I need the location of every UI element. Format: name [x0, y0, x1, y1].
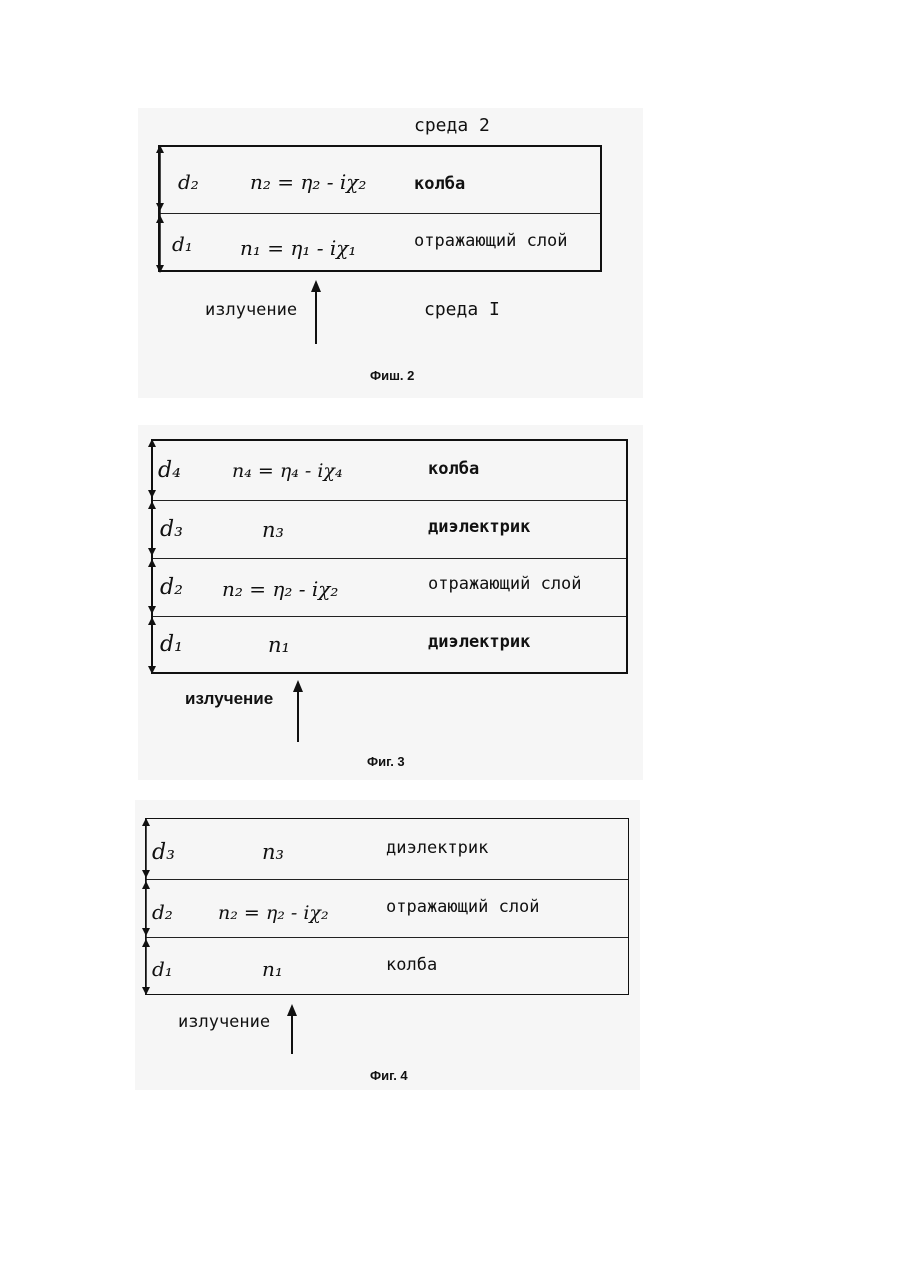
layer-row: [153, 441, 626, 500]
layer-name: отражающий слой: [386, 897, 540, 917]
layer-name: отражающий слой: [414, 231, 568, 251]
thickness-label: d₁: [152, 957, 173, 981]
refractive-index: n₂ = η₂ - iχ₂: [218, 902, 329, 924]
layer-name: колба: [428, 459, 479, 479]
refractive-index: n₁ = η₁ - iχ₁: [240, 236, 356, 260]
thickness-label: d₃: [152, 840, 175, 865]
radiation-arrow-icon: [284, 1004, 300, 1056]
radiation-label: излучение: [205, 300, 297, 320]
top-medium-label: среда 2: [414, 115, 490, 136]
bottom-medium-label: среда I: [424, 299, 500, 320]
layer-name: диэлектрик: [386, 838, 488, 858]
refractive-index: n₄ = η₄ - iχ₄: [232, 460, 343, 482]
figure-caption: Фиг. 4: [370, 1068, 408, 1083]
layer-name: колба: [414, 174, 465, 194]
refractive-index: n₃: [262, 518, 284, 542]
thickness-label: d₄: [158, 458, 181, 483]
radiation-arrow-icon: [290, 680, 306, 744]
layer-row: [153, 500, 626, 559]
layer-stack: [151, 439, 628, 674]
thickness-label: d₁: [172, 232, 193, 256]
radiation-label: излучение: [185, 689, 273, 709]
thickness-label: d₃: [160, 517, 183, 542]
thickness-label: d₂: [152, 900, 173, 924]
thickness-dimension-arrows: [150, 143, 170, 275]
layer-name: колба: [386, 955, 437, 975]
refractive-index: n₁: [268, 633, 290, 657]
layer-stack: [158, 145, 602, 272]
radiation-arrow-icon: [308, 280, 324, 346]
thickness-label: d₂: [160, 575, 183, 600]
refractive-index: n₂ = η₂ - iχ₂: [250, 170, 366, 194]
layer-row: [153, 616, 626, 673]
layer-name: диэлектрик: [428, 517, 530, 537]
thickness-label: d₁: [160, 632, 183, 657]
figure-caption: Фиш. 2: [370, 368, 414, 383]
layer-name: отражающий слой: [428, 574, 582, 594]
figure-caption: Фиг. 3: [367, 754, 405, 769]
refractive-index: n₂ = η₂ - iχ₂: [222, 577, 338, 601]
thickness-label: d₂: [178, 170, 199, 194]
refractive-index: n₁: [262, 957, 283, 981]
radiation-label: излучение: [178, 1012, 270, 1032]
layer-row: [160, 147, 600, 213]
layer-name: диэлектрик: [428, 632, 530, 652]
refractive-index: n₃: [262, 840, 284, 864]
